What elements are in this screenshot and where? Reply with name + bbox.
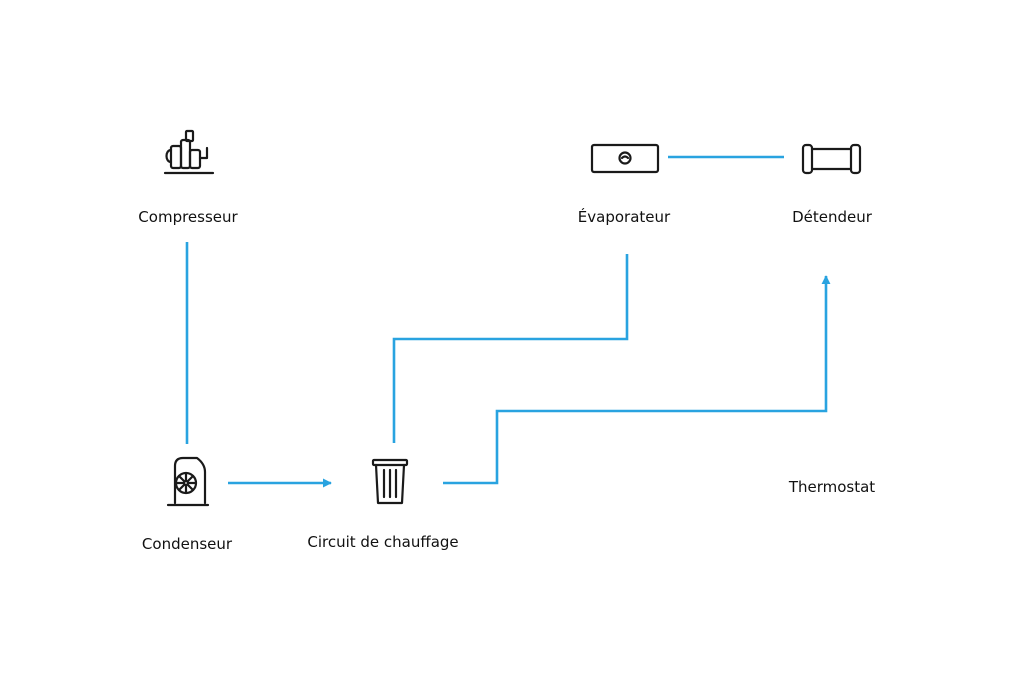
label-evaporateur: Évaporateur (577, 208, 671, 226)
label-circuit-de-chauffage: Circuit de chauffage (307, 533, 459, 551)
connector-circuit-evaporateur (392, 254, 629, 443)
label-thermostat: Thermostat (788, 478, 876, 496)
condenser-icon (166, 456, 210, 507)
trash-bin-icon (371, 458, 409, 505)
connectors (185, 155, 831, 488)
compressor-icon (163, 129, 215, 175)
evaporator-icon (590, 143, 660, 174)
expansion-valve-icon (801, 143, 862, 175)
label-condenseur: Condenseur (141, 535, 233, 553)
label-compresseur: Compresseur (138, 208, 238, 226)
label-detendeur: Détendeur (792, 208, 872, 226)
arrow-circuit-detendeur (443, 275, 831, 485)
